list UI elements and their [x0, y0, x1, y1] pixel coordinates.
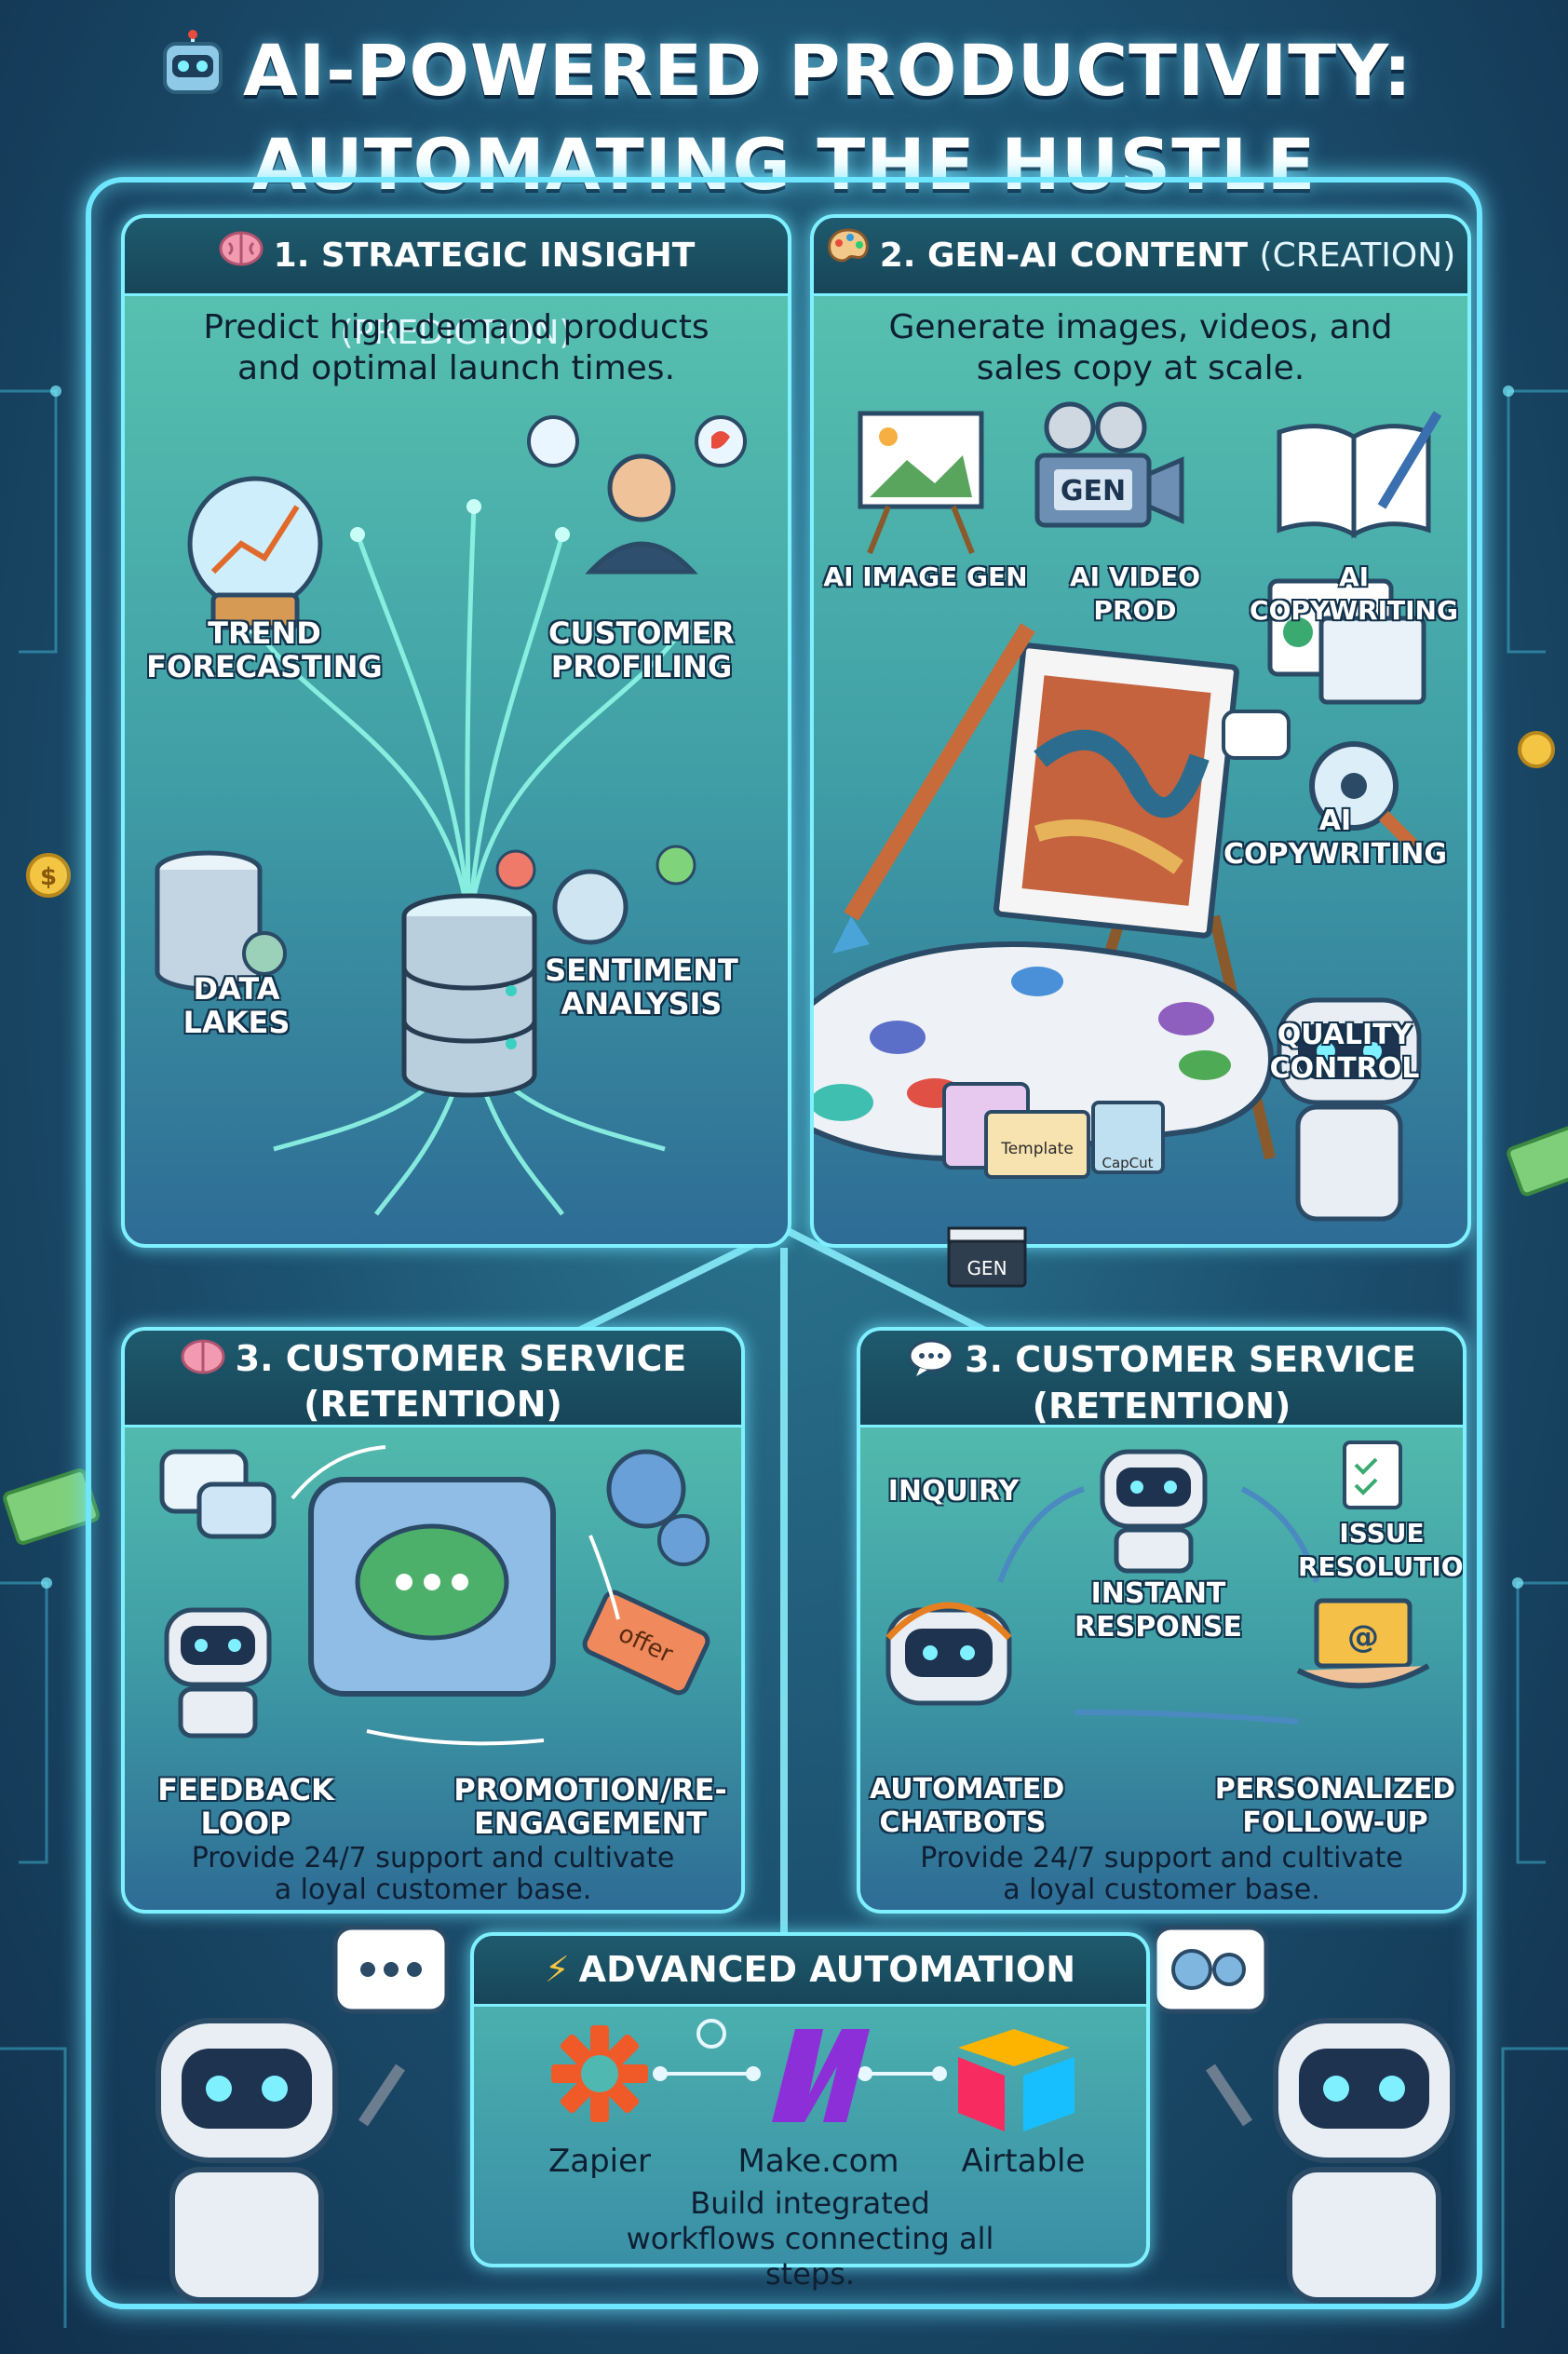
- customer-avatar-icon: [527, 415, 747, 575]
- offer-tag-icon: offer: [582, 1590, 710, 1696]
- make-icon: [772, 2029, 870, 2122]
- clipboard-icon: [1343, 1441, 1402, 1509]
- robot-right-illustration: [1155, 1925, 1455, 2303]
- panel-header: 3. CUSTOMER SERVICE (RETENTION): [125, 1331, 741, 1427]
- panel-advanced-automation: ⚡ADVANCED AUTOMATION: [470, 1932, 1150, 2292]
- label-sentiment: SENTIMENT ANALYSIS: [545, 953, 738, 1021]
- panel-description: Predict high-demand products and optimal…: [203, 308, 710, 387]
- chat-bubbles-icon: [159, 1449, 277, 1539]
- label-issue-resolution: ISSUE RESOLUTION: [1298, 1518, 1467, 1582]
- automation-tools: [551, 2019, 1075, 2131]
- retention-illustration: offer: [159, 1445, 710, 1746]
- label-copywriting-top: AI COPYWRITING: [1250, 561, 1458, 626]
- robot-left-illustration: [155, 1925, 450, 2303]
- title-line-2: AUTOMATING THE HUSTLE: [251, 123, 1317, 206]
- robot-icon: [1100, 1449, 1208, 1574]
- palette-icon: [826, 219, 871, 295]
- main-frame: [86, 177, 1482, 2309]
- panel-subtitle: (CREATION): [1259, 237, 1456, 275]
- panel-subtitle: (RETENTION): [304, 1384, 562, 1425]
- big-chat-icon: [308, 1477, 556, 1697]
- panel-description: Provide 24/7 support and cultivate a loy…: [920, 1842, 1403, 1906]
- label-chatbots: AUTOMATED CHATBOTS: [870, 1773, 1065, 1839]
- label-customer: CUSTOMER PROFILING: [548, 616, 735, 684]
- panel-subtitle: (RETENTION): [1032, 1386, 1291, 1427]
- label-trend: TREND FORECASTING: [146, 616, 383, 684]
- panel-subtitle: (PREDICTION): [340, 314, 573, 352]
- panel-header: ⚡ADVANCED AUTOMATION: [474, 1936, 1146, 2007]
- panel-title: 1. STRATEGIC INSIGHT: [273, 237, 696, 275]
- data-lakes-icon: [155, 850, 287, 992]
- label-instant-response: INSTANT RESPONSE: [1075, 1577, 1242, 1644]
- panel-gen-ai-content: 2. GEN-AI CONTENT (CREATION) Generate im…: [810, 214, 1471, 1248]
- tool-make-label: Make.com: [737, 2143, 899, 2180]
- label-inquiry: INQUIRY: [887, 1475, 1020, 1508]
- thumbs-icon: [606, 1449, 710, 1566]
- clapperboard-icon: GEN: [945, 1224, 1029, 1293]
- template-cards: Template CapCut: [942, 1082, 1165, 1179]
- robot-icon: [164, 1607, 272, 1738]
- data-tree-illustration: [155, 415, 747, 1216]
- label-data-lakes: DATA LAKES: [182, 971, 291, 1040]
- panel-description: Provide 24/7 support and cultivate a loy…: [191, 1842, 675, 1906]
- headset-robot-icon: [885, 1602, 1012, 1706]
- zapier-icon: [551, 2025, 648, 2122]
- magnifier-icon: [1309, 741, 1424, 856]
- label-promotion: PROMOTION/RE-ENGAGEMENT: [453, 1772, 727, 1841]
- label-video-prod: AI VIDEO PROD: [1069, 561, 1201, 626]
- label-quality-control: QUALITY CONTROL: [1269, 1019, 1420, 1085]
- chat-bubble-icon: [1222, 710, 1291, 760]
- panel-header: 1. STRATEGIC INSIGHT (PREDICTION): [125, 218, 788, 352]
- brain-icon: [180, 1338, 226, 1384]
- creation-illustration: GEN: [814, 401, 1442, 1222]
- panel-strategic-insight: 1. STRATEGIC INSIGHT (PREDICTION) Predic…: [121, 214, 791, 1248]
- camera-gen-text: GEN: [1061, 475, 1126, 507]
- panel-description: Generate images, videos, and sales copy …: [888, 308, 1393, 387]
- crystal-ball-icon: [187, 476, 323, 630]
- tool-zapier-label: Zapier: [547, 2143, 652, 2180]
- easel-painting-icon: [994, 643, 1276, 1160]
- panel-title: 3. CUSTOMER SERVICE: [965, 1339, 1416, 1380]
- brain-icon: [218, 219, 264, 295]
- robot-icon: [1277, 997, 1422, 1222]
- panel-title: 3. CUSTOMER SERVICE: [235, 1338, 687, 1379]
- paintbrush-icon: [832, 623, 1035, 954]
- label-copywriting-side: AI COPYWRITING: [1223, 805, 1447, 871]
- label-image-gen: AI IMAGE GEN: [823, 561, 1028, 592]
- tool-airtable-label: Airtable: [961, 2143, 1086, 2180]
- lightning-icon: ⚡: [544, 1949, 570, 1990]
- template-card-label: Template: [1000, 1140, 1074, 1158]
- copywriting-book-icon: [1277, 411, 1442, 539]
- panel-header: 2. GEN-AI CONTENT (CREATION): [814, 218, 1467, 296]
- panel-header: 3. CUSTOMER SERVICE (RETENTION): [860, 1331, 1463, 1427]
- label-feedback: FEEDBACK LOOP: [157, 1772, 334, 1841]
- sentiment-icon: [495, 845, 696, 945]
- copywriting-window-icon: [1267, 578, 1426, 705]
- title-line-1: AI-POWERED PRODUCTIVITY:: [243, 29, 1413, 112]
- label-followup: PERSONALIZED FOLLOW-UP: [1214, 1773, 1456, 1839]
- capcut-card-label: CapCut: [1102, 1155, 1153, 1171]
- svg-text:$: $: [40, 863, 57, 891]
- video-camera-icon: GEN: [1034, 401, 1184, 528]
- image-gen-icon: [858, 411, 984, 555]
- clapper-gen-text: GEN: [966, 1257, 1007, 1279]
- automation-description: Build integrated workflows connecting al…: [626, 2185, 994, 2292]
- chatbot-cycle-illustration: @: [885, 1441, 1430, 1725]
- email-hand-icon: @: [1296, 1598, 1430, 1689]
- page-title: AI-POWERED PRODUCTIVITY: AUTOMATING THE …: [0, 28, 1568, 208]
- airtable-icon: [958, 2029, 1075, 2131]
- panel-title: ADVANCED AUTOMATION: [578, 1949, 1076, 1990]
- panel-title: 2. GEN-AI CONTENT: [879, 237, 1248, 275]
- panel-customer-service-right: 3. CUSTOMER SERVICE (RETENTION) @: [857, 1327, 1467, 1914]
- speech-bubble-icon: [907, 1338, 955, 1386]
- panel-customer-service-left: 3. CUSTOMER SERVICE (RETENTION) offer: [121, 1327, 745, 1914]
- svg-text:@: @: [1347, 1618, 1379, 1656]
- robot-icon: [155, 29, 230, 122]
